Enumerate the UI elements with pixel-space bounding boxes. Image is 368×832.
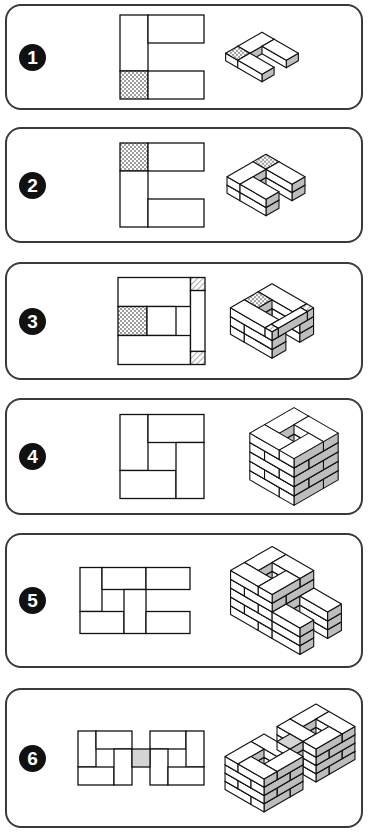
brick-top — [238, 757, 277, 780]
isometric-view — [231, 547, 342, 655]
step-number: 4 — [19, 443, 46, 470]
plan-brick — [80, 612, 124, 634]
plan-brick — [118, 336, 191, 365]
plan-brick — [120, 171, 148, 227]
plan-brick — [168, 767, 204, 785]
plan-brick — [78, 767, 114, 785]
brick-top — [279, 433, 323, 459]
plan-brick — [147, 307, 176, 336]
step-panel: 3 — [5, 262, 363, 380]
step-number: 6 — [19, 745, 46, 772]
brick-top — [266, 162, 305, 185]
plan-brick — [132, 749, 150, 767]
step-number: 2 — [19, 172, 46, 199]
isometric-view — [250, 408, 338, 506]
plan-brick — [191, 278, 206, 291]
plan-brick — [102, 568, 146, 590]
plan-view — [78, 731, 204, 785]
plan-brick — [120, 471, 176, 499]
isometric-view — [227, 154, 305, 216]
plan-brick — [118, 307, 147, 336]
plan-brick — [146, 568, 190, 590]
step-panel: 4 — [5, 398, 363, 515]
step-panel: 5 — [5, 533, 363, 668]
plan-brick — [118, 278, 191, 307]
plan-brick — [148, 71, 204, 99]
brick-top — [303, 727, 342, 750]
step-panel: 2 — [5, 127, 363, 243]
plan-brick — [150, 749, 168, 785]
plan-view — [118, 278, 205, 365]
plan-brick — [124, 590, 146, 634]
brick-top — [240, 177, 279, 200]
plan-brick — [120, 15, 148, 71]
plan-brick — [146, 612, 190, 634]
plan-view — [120, 415, 204, 499]
brick-top — [258, 571, 300, 595]
step-number: 3 — [19, 308, 46, 335]
plan-brick — [186, 731, 204, 767]
plan-brick — [148, 199, 204, 227]
step-panel: 6 — [5, 688, 363, 828]
brick-top — [238, 53, 274, 74]
brick-top — [265, 324, 278, 332]
plan-brick — [96, 731, 132, 749]
isometric-view — [225, 704, 355, 812]
plan-brick — [148, 15, 204, 43]
plan-view — [120, 143, 204, 227]
isometric-view — [230, 284, 313, 358]
isometric-view — [226, 32, 299, 82]
plan-brick — [148, 415, 204, 443]
plan-brick — [148, 143, 204, 171]
plan-brick — [78, 731, 96, 767]
step-number: 1 — [19, 44, 46, 71]
brick-top — [271, 307, 307, 328]
plan-view — [120, 15, 204, 99]
plan-brick — [191, 291, 206, 352]
plan-brick — [176, 443, 204, 499]
plan-view — [80, 568, 190, 634]
plan-brick — [150, 731, 186, 749]
plan-brick — [120, 71, 148, 99]
plan-brick — [120, 415, 148, 471]
plan-brick — [114, 749, 132, 785]
brick-top — [277, 734, 303, 749]
step-number: 5 — [19, 587, 46, 614]
step-panel: 1 — [5, 4, 363, 110]
brick-top — [262, 39, 298, 60]
plan-brick — [191, 351, 206, 364]
plan-brick — [120, 143, 148, 171]
plan-brick — [80, 568, 102, 612]
